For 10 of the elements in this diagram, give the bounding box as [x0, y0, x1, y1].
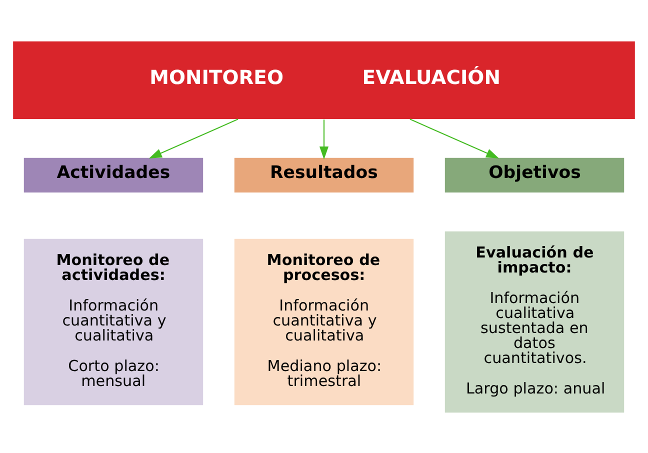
arrow [148, 118, 238, 158]
node-box: Actividades [24, 157, 204, 192]
node-box: Objetivos [444, 157, 624, 192]
node-box: MONITOREO EVALUACIÓN [13, 40, 635, 119]
node-box: Evaluación de impacto: Información cualitativa sustentada en datos cuantitativos. Largo plazo: anual [444, 230, 624, 412]
arrow [319, 119, 329, 159]
node-box: Monitoreo de procesos: Información cuantitativa y cualitativa Mediano plazo: trimestral [234, 238, 414, 405]
node-box: Monitoreo de actividades: Información cuantitativa y cualitativa Corto plazo: mensual [24, 238, 204, 405]
node-box: Resultados [234, 157, 414, 192]
arrow [410, 118, 500, 158]
